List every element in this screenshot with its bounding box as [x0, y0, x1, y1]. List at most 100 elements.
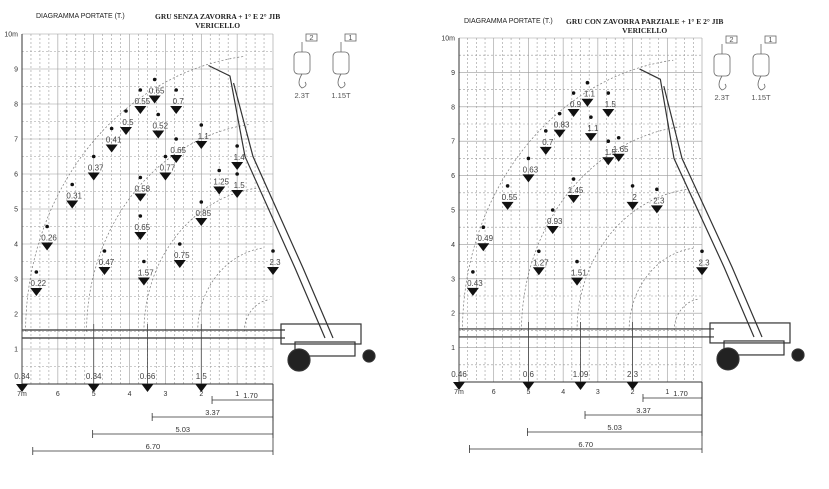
load-point — [271, 249, 275, 253]
load-point — [124, 109, 128, 113]
load-marker — [267, 267, 279, 275]
hook-shape — [337, 73, 346, 89]
dimension-label: 6.70 — [578, 440, 593, 449]
dimension-label: 3.37 — [636, 406, 651, 415]
load-marker — [567, 109, 580, 118]
ground-marker — [87, 384, 100, 392]
load-value: 1.5 — [234, 181, 246, 190]
load-value: 0.7 — [542, 138, 554, 147]
load-value: 2.3 — [269, 258, 281, 267]
y-tick-label: 7 — [14, 137, 18, 144]
load-value: 1.5 — [605, 148, 617, 157]
load-point — [174, 88, 178, 92]
load-value: 0.26 — [41, 234, 57, 243]
y-tick-label: 10m — [4, 32, 18, 39]
load-value: 0.43 — [467, 279, 483, 288]
load-marker — [195, 218, 208, 226]
diagram-header: DIAGRAMMA PORTATE (T.) — [464, 18, 553, 25]
hook-shape — [298, 73, 307, 89]
load-point — [471, 270, 475, 274]
load-value: 1.4 — [234, 153, 246, 162]
ground-marker — [574, 382, 587, 390]
crane-drawing — [459, 68, 805, 371]
reach-arc — [86, 123, 251, 332]
y-tick-label: 2 — [451, 311, 455, 318]
reach-arc — [25, 56, 244, 332]
load-marker — [159, 172, 172, 181]
x-tick-label: 7m — [17, 391, 27, 398]
reach-arc — [143, 187, 258, 332]
load-value: 0.9 — [570, 100, 582, 109]
y-tick-label: 8 — [451, 104, 455, 111]
load-value: 0.58 — [135, 185, 151, 194]
load-value: 1.1 — [587, 124, 599, 133]
load-point — [606, 139, 611, 143]
load-marker — [105, 144, 118, 153]
crane-chassis — [294, 341, 356, 357]
hook-icon: 22.3T — [713, 35, 738, 102]
load-value: 0.52 — [152, 122, 168, 131]
dimension-label: 5.03 — [607, 423, 622, 432]
reach-arc — [576, 189, 688, 331]
hook-shape — [718, 75, 727, 91]
load-value: 1.57 — [138, 269, 154, 278]
title-line-1: GRU CON ZAVORRA PARZIALE + 1° E 2° JIB — [566, 17, 724, 26]
title-line-1: GRU SENZA ZAVORRA + 1° E 2° JIB — [155, 12, 281, 21]
load-point — [585, 80, 590, 85]
load-point — [45, 224, 49, 229]
x-tick-label: 7m — [454, 389, 464, 396]
load-point — [655, 187, 659, 192]
load-marker — [148, 95, 161, 104]
hook-block — [713, 53, 731, 77]
load-marker — [581, 98, 594, 107]
boom-arm-inner — [232, 82, 334, 339]
load-diagram-left: DIAGRAMMA PORTATE (T.) GRU SENZA ZAVORRA… — [0, 0, 414, 489]
x-tick-label: 2 — [631, 389, 635, 396]
load-marker — [553, 129, 566, 138]
y-tick-label: 5 — [451, 208, 455, 215]
load-point — [34, 270, 39, 274]
load-point — [138, 88, 143, 92]
load-point — [550, 208, 555, 212]
hook-block — [293, 51, 311, 75]
load-value: 1.1 — [584, 90, 596, 99]
load-point — [156, 112, 161, 117]
load-value: 1.45 — [568, 186, 584, 195]
load-value: 2.3 — [653, 196, 665, 205]
load-marker — [231, 190, 244, 198]
title-line-2: VERICELLO — [195, 21, 241, 30]
diagram-header: DIAGRAMMA PORTATE (T.) — [36, 13, 125, 20]
load-marker — [532, 267, 545, 276]
dimension-label: 3.37 — [205, 408, 220, 417]
ground-marker — [453, 382, 465, 390]
load-point — [537, 249, 541, 254]
y-tick-label: 10m — [441, 36, 455, 43]
load-marker — [119, 127, 132, 135]
load-point — [575, 259, 579, 264]
reach-arc — [197, 247, 265, 332]
ground-marker — [195, 384, 208, 392]
load-point — [163, 154, 168, 159]
crane-wheel-front — [287, 348, 311, 372]
load-marker — [173, 260, 186, 268]
load-marker — [501, 201, 514, 210]
load-marker — [134, 106, 147, 114]
reach-arc — [462, 59, 674, 331]
load-value: 1.27 — [533, 258, 549, 267]
reach-arc — [628, 247, 694, 331]
x-tick-label: 5 — [92, 391, 96, 398]
y-tick-label: 4 — [451, 242, 455, 249]
crane-chassis — [723, 340, 785, 356]
load-value: 0.75 — [174, 251, 190, 260]
boom-arm — [639, 68, 755, 338]
x-tick-label: 1 — [235, 391, 239, 398]
load-point — [700, 249, 704, 254]
load-marker — [602, 109, 615, 118]
load-point — [152, 77, 157, 82]
load-point — [109, 126, 114, 131]
load-marker — [567, 195, 580, 204]
load-value: 2.3 — [698, 258, 710, 267]
dimension-label: 1.70 — [673, 389, 688, 398]
